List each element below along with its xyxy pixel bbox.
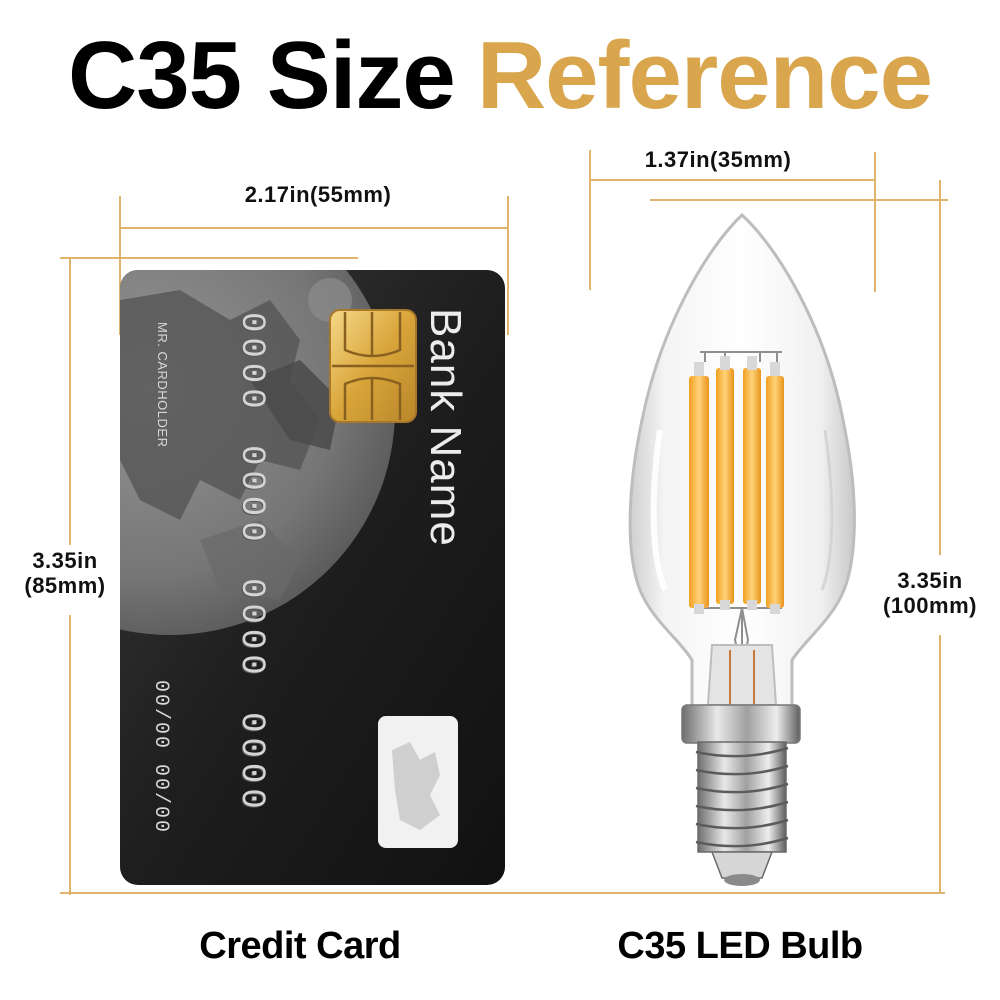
card-dimension-lines <box>60 196 945 895</box>
bulb-height-line-2: (100mm) <box>883 593 977 619</box>
card-expiry: 00/00 00/00 <box>149 680 172 835</box>
card-holder-name: MR. CARDHOLDER <box>155 322 170 448</box>
led-bulb <box>628 212 856 886</box>
filaments <box>689 356 784 614</box>
bulb-dimension-lines <box>589 150 948 893</box>
card-width-label: 2.17in(55mm) <box>244 182 392 207</box>
card-height-label: 3.35in (85mm) <box>0 548 130 599</box>
card-number-group-1: 0000 <box>232 312 270 414</box>
bulb-width-label: 1.37in(35mm) <box>644 147 792 172</box>
card-height-line-1: 3.35in <box>32 548 98 573</box>
bulb-caption: C35 LED Bulb <box>617 925 863 967</box>
card-number-group-2: 0000 <box>232 445 270 547</box>
credit-card <box>120 270 505 885</box>
bulb-height-label: 3.35in (100mm) <box>860 568 1000 619</box>
card-caption: Credit Card <box>199 925 401 967</box>
bulb-height-line-1: 3.35in <box>897 568 963 593</box>
title-part-1: C35 Size <box>67 22 456 129</box>
title-part-2: Reference <box>476 22 933 129</box>
card-bank-name: Bank Name <box>421 308 470 547</box>
card-height-line-2: (85mm) <box>24 573 106 599</box>
card-number-group-4: 0000 <box>232 712 270 814</box>
card-number-group-3: 0000 <box>232 578 270 680</box>
screw-base <box>695 741 789 886</box>
